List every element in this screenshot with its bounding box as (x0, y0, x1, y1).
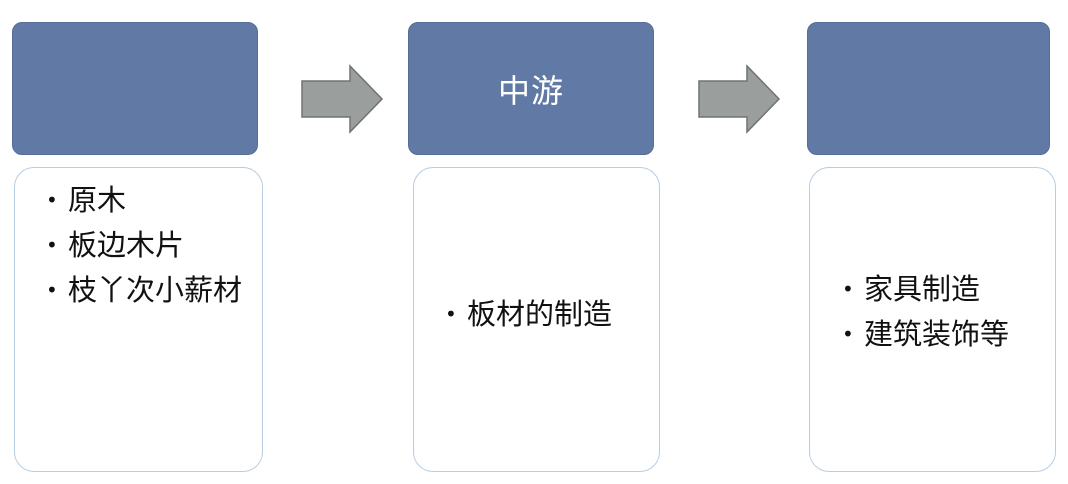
stage-3-list: 家具制造 建筑装饰等 (842, 270, 1052, 360)
stage-1-header (12, 22, 258, 155)
list-item: 原木 (46, 181, 246, 219)
list-item: 建筑装饰等 (842, 315, 1052, 353)
right-arrow-icon (301, 64, 384, 134)
list-item: 枝丫次小薪材 (46, 271, 246, 309)
stage-2-content: 板材的制造 (413, 167, 660, 472)
stage-2-header: 中游 (408, 22, 654, 155)
stage-3-content: 家具制造 建筑装饰等 (809, 167, 1056, 472)
stage-1-list: 原木 板边木片 枝丫次小薪材 (46, 181, 246, 316)
list-item: 家具制造 (842, 270, 1052, 308)
stage-2-list: 板材的制造 (445, 295, 655, 340)
stage-1-content: 原木 板边木片 枝丫次小薪材 (14, 167, 263, 472)
list-item: 板材的制造 (445, 295, 655, 333)
right-arrow-icon (698, 64, 781, 134)
stage-2-header-label: 中游 (497, 71, 564, 110)
list-item: 板边木片 (46, 226, 246, 264)
stage-3-header (807, 22, 1050, 155)
